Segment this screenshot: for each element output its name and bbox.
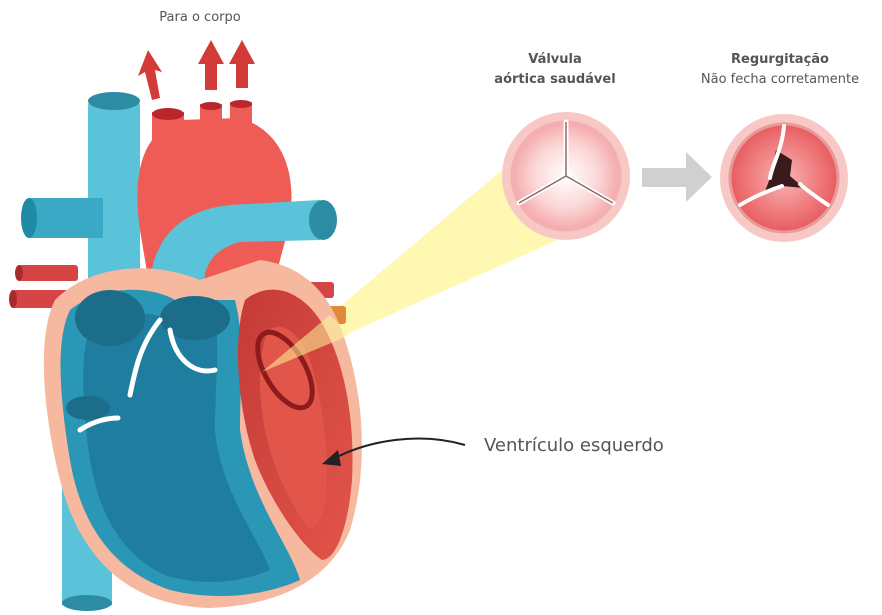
healthy-valve-label-line2: aórtica saudável <box>494 72 616 87</box>
to-body-label: Para o corpo <box>159 10 241 25</box>
healthy-valve-label-line1: Válvula <box>528 52 582 67</box>
pointer-arrow <box>322 437 466 466</box>
arrow-up-icon <box>138 40 255 100</box>
right-chamber-inner <box>83 313 270 582</box>
regurgitation-valve-icon <box>720 114 848 242</box>
pulmonary-vein-left-blue <box>21 198 103 238</box>
regurgitation-label: Regurgitação Não fecha corretamente <box>680 50 880 90</box>
tricuspid-hollow <box>160 296 230 340</box>
transition-arrow-icon <box>642 152 712 202</box>
healthy-valve-label: Válvula aórtica saudável <box>470 50 640 90</box>
right-atrium-hollow <box>75 290 145 346</box>
highlight-beam-near <box>262 315 350 372</box>
left-ventricle-label: Ventrículo esquerdo <box>484 435 664 456</box>
regurgitation-title: Regurgitação <box>731 52 829 67</box>
pulmonary-hollow <box>66 396 110 420</box>
pulmonary-artery <box>150 200 337 300</box>
healthy-valve-icon <box>502 112 630 240</box>
regurgitation-subtitle: Não fecha corretamente <box>700 72 860 87</box>
mitral-valve-ring <box>255 329 315 411</box>
